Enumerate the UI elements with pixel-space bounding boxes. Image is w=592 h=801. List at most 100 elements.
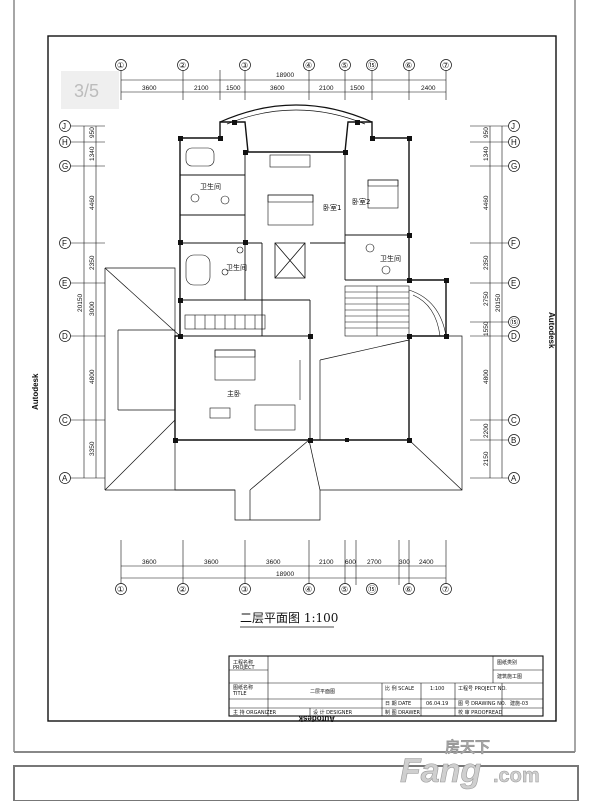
top-grid-label-4: ④ bbox=[305, 61, 312, 70]
sofa bbox=[254, 404, 296, 431]
room-labels: 卫生间 卫生间 卫生间 卧室1 卧室2 主卧 bbox=[200, 182, 401, 398]
right-grid-labels: J H G F E ⑮ D C B A bbox=[510, 122, 518, 483]
tb-title-label-en: TITLE bbox=[232, 691, 247, 697]
left-grid-label-G: G bbox=[62, 162, 68, 171]
room-label-bedroom-2: 卧室2 bbox=[352, 197, 370, 206]
bottom-grid-bubbles bbox=[115, 583, 452, 595]
room-label-master: 主卧 bbox=[227, 389, 241, 398]
top-grid-bubbles bbox=[115, 59, 452, 71]
bottom-grid-label-5: ⑤ bbox=[341, 585, 348, 594]
room-label-bathroom-b: 卫生间 bbox=[226, 263, 247, 272]
top-grid-label-1: ① bbox=[117, 61, 124, 70]
left-grid-label-J: J bbox=[62, 122, 66, 131]
right-grid-label-15: ⑮ bbox=[510, 318, 518, 327]
right-dim-9: 2150 bbox=[483, 451, 490, 466]
left-dimension-chain bbox=[70, 125, 105, 479]
tb-designer-label: 设 计 DESIGNER bbox=[313, 709, 353, 716]
bottom-grid-label-4: ④ bbox=[305, 585, 312, 594]
bottom-dim-1: 3600 bbox=[142, 559, 157, 566]
top-dim-5: 2100 bbox=[319, 85, 334, 92]
bottom-grid-label-1: ① bbox=[117, 585, 124, 594]
tb-organizer-label: 主 持 ORGANIZER bbox=[233, 709, 277, 716]
room-label-bathroom-c: 卫生间 bbox=[380, 254, 401, 263]
top-dim-4: 3600 bbox=[270, 85, 285, 92]
left-total-dim: 20150 bbox=[77, 294, 84, 312]
bottom-dim-3: 3600 bbox=[266, 559, 281, 566]
right-dim-3: 4460 bbox=[483, 195, 490, 210]
bottom-grid-label-2: ② bbox=[179, 585, 186, 594]
room-label-bedroom-1: 卧室1 bbox=[323, 203, 341, 212]
left-grid-bubbles bbox=[59, 120, 71, 484]
drawing-frame bbox=[47, 35, 557, 722]
bottom-total-dim: 18900 bbox=[276, 571, 294, 578]
right-grid-bubbles bbox=[508, 120, 520, 484]
right-dim-2: 1340 bbox=[483, 146, 490, 161]
top-grid-label-7: ⑥ bbox=[405, 61, 412, 70]
tb-proofread-label: 校 审 PROOFREAD bbox=[458, 709, 502, 716]
bottom-dim-7: 300 bbox=[399, 559, 410, 566]
bathtub-a bbox=[185, 147, 215, 167]
title-block bbox=[228, 655, 544, 717]
left-dim-6: 4800 bbox=[89, 369, 96, 384]
left-grid-label-F: F bbox=[62, 239, 67, 248]
right-grid-label-H: H bbox=[511, 138, 517, 147]
page-indicator-bg bbox=[61, 71, 119, 109]
bottom-dim-4: 2100 bbox=[319, 559, 334, 566]
top-grid-label-5: ⑤ bbox=[341, 61, 348, 70]
watermark-brand: Fang bbox=[400, 752, 481, 790]
right-grid-label-B: B bbox=[511, 436, 516, 445]
right-dim-8: 2200 bbox=[483, 423, 490, 438]
right-grid-label-D: D bbox=[511, 332, 517, 341]
tb-date-label: 日 期 DATE bbox=[385, 701, 411, 707]
tb-project-label: 工程名称 bbox=[233, 659, 253, 666]
top-dimension-chain bbox=[120, 70, 447, 100]
bottom-dim-6: 2700 bbox=[367, 559, 382, 566]
left-dim-1: 950 bbox=[89, 127, 96, 138]
bottom-segment-dims: 3600 3600 3600 2100 600 2700 300 2400 bbox=[142, 559, 434, 566]
tb-project-label-en: PROJECT bbox=[233, 665, 256, 671]
left-dim-2: 1340 bbox=[89, 146, 96, 161]
structural-columns bbox=[173, 120, 449, 443]
left-grid-label-A: A bbox=[62, 474, 68, 483]
tb-category-label: 图纸类别 bbox=[497, 659, 517, 666]
right-grid-label-F: F bbox=[511, 239, 516, 248]
bottom-grid-labels: ① ② ③ ④ ⑤ ⑮ ⑥ ⑦ bbox=[117, 585, 449, 594]
right-dim-4: 2350 bbox=[483, 255, 490, 270]
room-label-bathroom-a: 卫生间 bbox=[200, 182, 221, 191]
side-label-left: Autodesk bbox=[31, 373, 40, 410]
sofa-top bbox=[269, 154, 311, 168]
tb-drawer-label: 制 图 DRAWER bbox=[385, 709, 421, 716]
top-grid-label-6: ⑮ bbox=[368, 61, 376, 70]
page-indicator: 3/5 bbox=[74, 81, 99, 101]
left-dim-4: 2350 bbox=[89, 255, 96, 270]
bottom-grid-label-3: ③ bbox=[241, 585, 248, 594]
bottom-dim-8: 2400 bbox=[419, 559, 434, 566]
right-dimension-chain bbox=[470, 125, 510, 479]
bottom-dim-5: 600 bbox=[345, 559, 356, 566]
fang-watermark: Fang .com 房天下 bbox=[400, 738, 540, 791]
watermark-suffix: .com bbox=[493, 765, 540, 787]
title-block-text: 工程名称 PROJECT 图纸名称 TITLE 二层平面图 图纸类别 建筑施工图… bbox=[232, 659, 528, 716]
left-grid-label-E: E bbox=[62, 279, 67, 288]
desk bbox=[209, 407, 231, 419]
top-grid-labels: ① ② ③ ④ ⑤ ⑮ ⑥ ⑦ bbox=[117, 61, 449, 70]
interior-walls bbox=[180, 152, 409, 440]
right-grid-label-J: J bbox=[511, 122, 515, 131]
tb-category-value: 建筑施工图 bbox=[497, 673, 522, 680]
right-dim-1: 950 bbox=[483, 127, 490, 138]
tb-drawing-no-value: 建施-03 bbox=[510, 700, 528, 707]
left-dim-7: 3350 bbox=[89, 441, 96, 456]
watermark-chinese: 房天下 bbox=[445, 738, 490, 756]
stairs bbox=[344, 285, 447, 337]
tb-title-value: 二层平面图 bbox=[310, 689, 335, 695]
left-grid-labels: J H G F E D C A bbox=[62, 122, 68, 483]
side-label-right: Autodesk bbox=[547, 312, 556, 349]
left-segment-dims: 950 1340 4460 2350 3000 4800 3350 bbox=[89, 127, 96, 456]
top-segment-dims: 3600 2100 1500 3600 2100 1500 2400 bbox=[142, 85, 436, 92]
tb-scale-label: 比 例 SCALE bbox=[385, 685, 414, 692]
tb-project-no-label: 工程号 PROJECT NO. bbox=[458, 685, 507, 692]
top-grid-label-2: ② bbox=[179, 61, 186, 70]
bottom-grid-label-7: ⑥ bbox=[405, 585, 412, 594]
right-grid-label-C: C bbox=[511, 416, 517, 425]
elevator-shaft bbox=[274, 242, 306, 279]
